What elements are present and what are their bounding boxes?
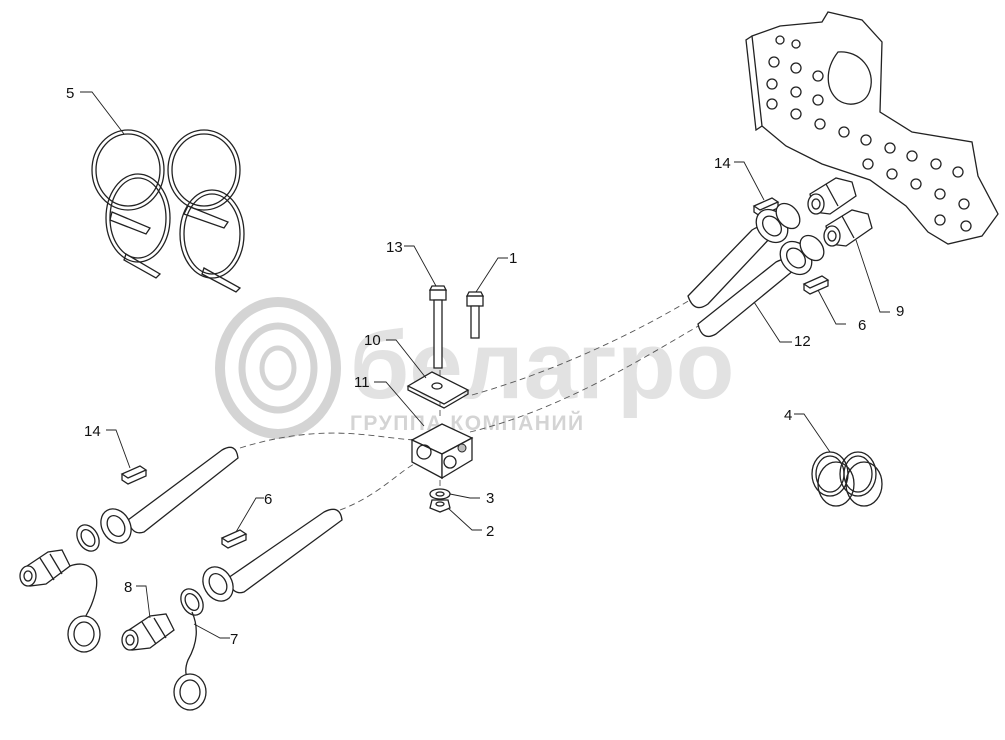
callout-9: 9 <box>896 303 904 320</box>
callout-labels: 5 13 1 10 11 14 14 6 6 3 2 8 7 12 9 4 <box>66 85 904 648</box>
hose-lower-left <box>180 508 343 616</box>
watermark-logo-icon <box>215 297 341 439</box>
callout-1: 1 <box>509 250 517 267</box>
plate-part-10 <box>406 371 470 409</box>
dust-cap-part-7 <box>173 611 207 711</box>
leader-lines <box>80 91 890 639</box>
callout-5: 5 <box>66 85 74 102</box>
hose-upper-right <box>687 202 801 309</box>
callout-14-left: 14 <box>84 423 101 440</box>
bolt-part-1 <box>465 291 485 339</box>
coupling-part-8 <box>121 613 175 651</box>
o-rings-part-4 <box>811 451 883 507</box>
callout-4: 4 <box>784 407 792 424</box>
callout-12: 12 <box>794 333 811 350</box>
callout-13: 13 <box>386 239 403 256</box>
callout-11: 11 <box>354 374 370 391</box>
watermark: белагро ГРУППА КОМПАНИЙ <box>215 297 734 439</box>
watermark-tagline: ГРУППА КОМПАНИЙ <box>350 411 585 435</box>
clip-part-6-left <box>220 529 248 549</box>
nut-part-2 <box>429 499 451 513</box>
mounting-plate <box>745 11 999 245</box>
hose-lower-right-part-12 <box>697 234 825 338</box>
callout-3: 3 <box>486 490 494 507</box>
callout-8: 8 <box>124 579 132 596</box>
callout-10: 10 <box>364 332 381 349</box>
clip-part-14-left <box>120 465 148 485</box>
adapter-part-9-upper <box>807 177 857 215</box>
coupling-left-top <box>19 549 101 653</box>
callout-7: 7 <box>230 631 238 648</box>
callout-2: 2 <box>486 523 494 540</box>
cable-ties-part-5 <box>91 129 245 293</box>
washer-part-3 <box>429 488 451 500</box>
watermark-brand: белагро <box>350 312 734 419</box>
callout-14-right: 14 <box>714 155 731 172</box>
callout-6-right: 6 <box>858 317 866 334</box>
hose-upper-left <box>76 446 239 552</box>
callout-6-left: 6 <box>264 491 272 508</box>
bolt-part-13 <box>428 285 448 369</box>
adapter-part-9-lower <box>823 209 873 247</box>
clip-part-6-right <box>802 275 830 295</box>
clamp-block-part-11 <box>410 423 474 480</box>
